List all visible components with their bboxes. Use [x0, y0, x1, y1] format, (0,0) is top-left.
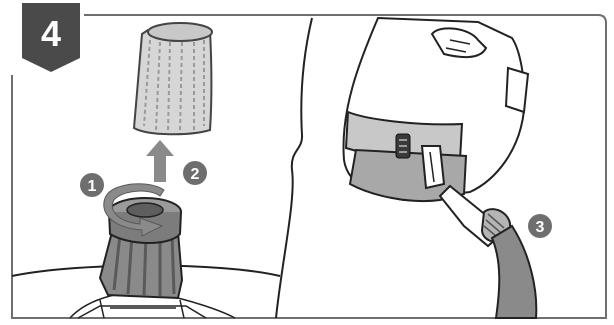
callout-3: 3	[528, 214, 552, 238]
filter-cartridge	[134, 23, 212, 134]
callout-1: 1	[80, 173, 104, 197]
vacuum-cyclone-body	[343, 18, 528, 201]
callout-3-label: 3	[536, 219, 545, 236]
step-badge: 4	[22, 3, 80, 72]
callout-2: 2	[183, 161, 207, 185]
panel-divider-line	[276, 18, 312, 318]
step-number: 4	[41, 13, 61, 54]
hose	[492, 226, 536, 318]
callout-1-label: 1	[88, 178, 97, 195]
callout-2-label: 2	[191, 166, 200, 183]
lift-arrow-icon	[146, 140, 174, 182]
